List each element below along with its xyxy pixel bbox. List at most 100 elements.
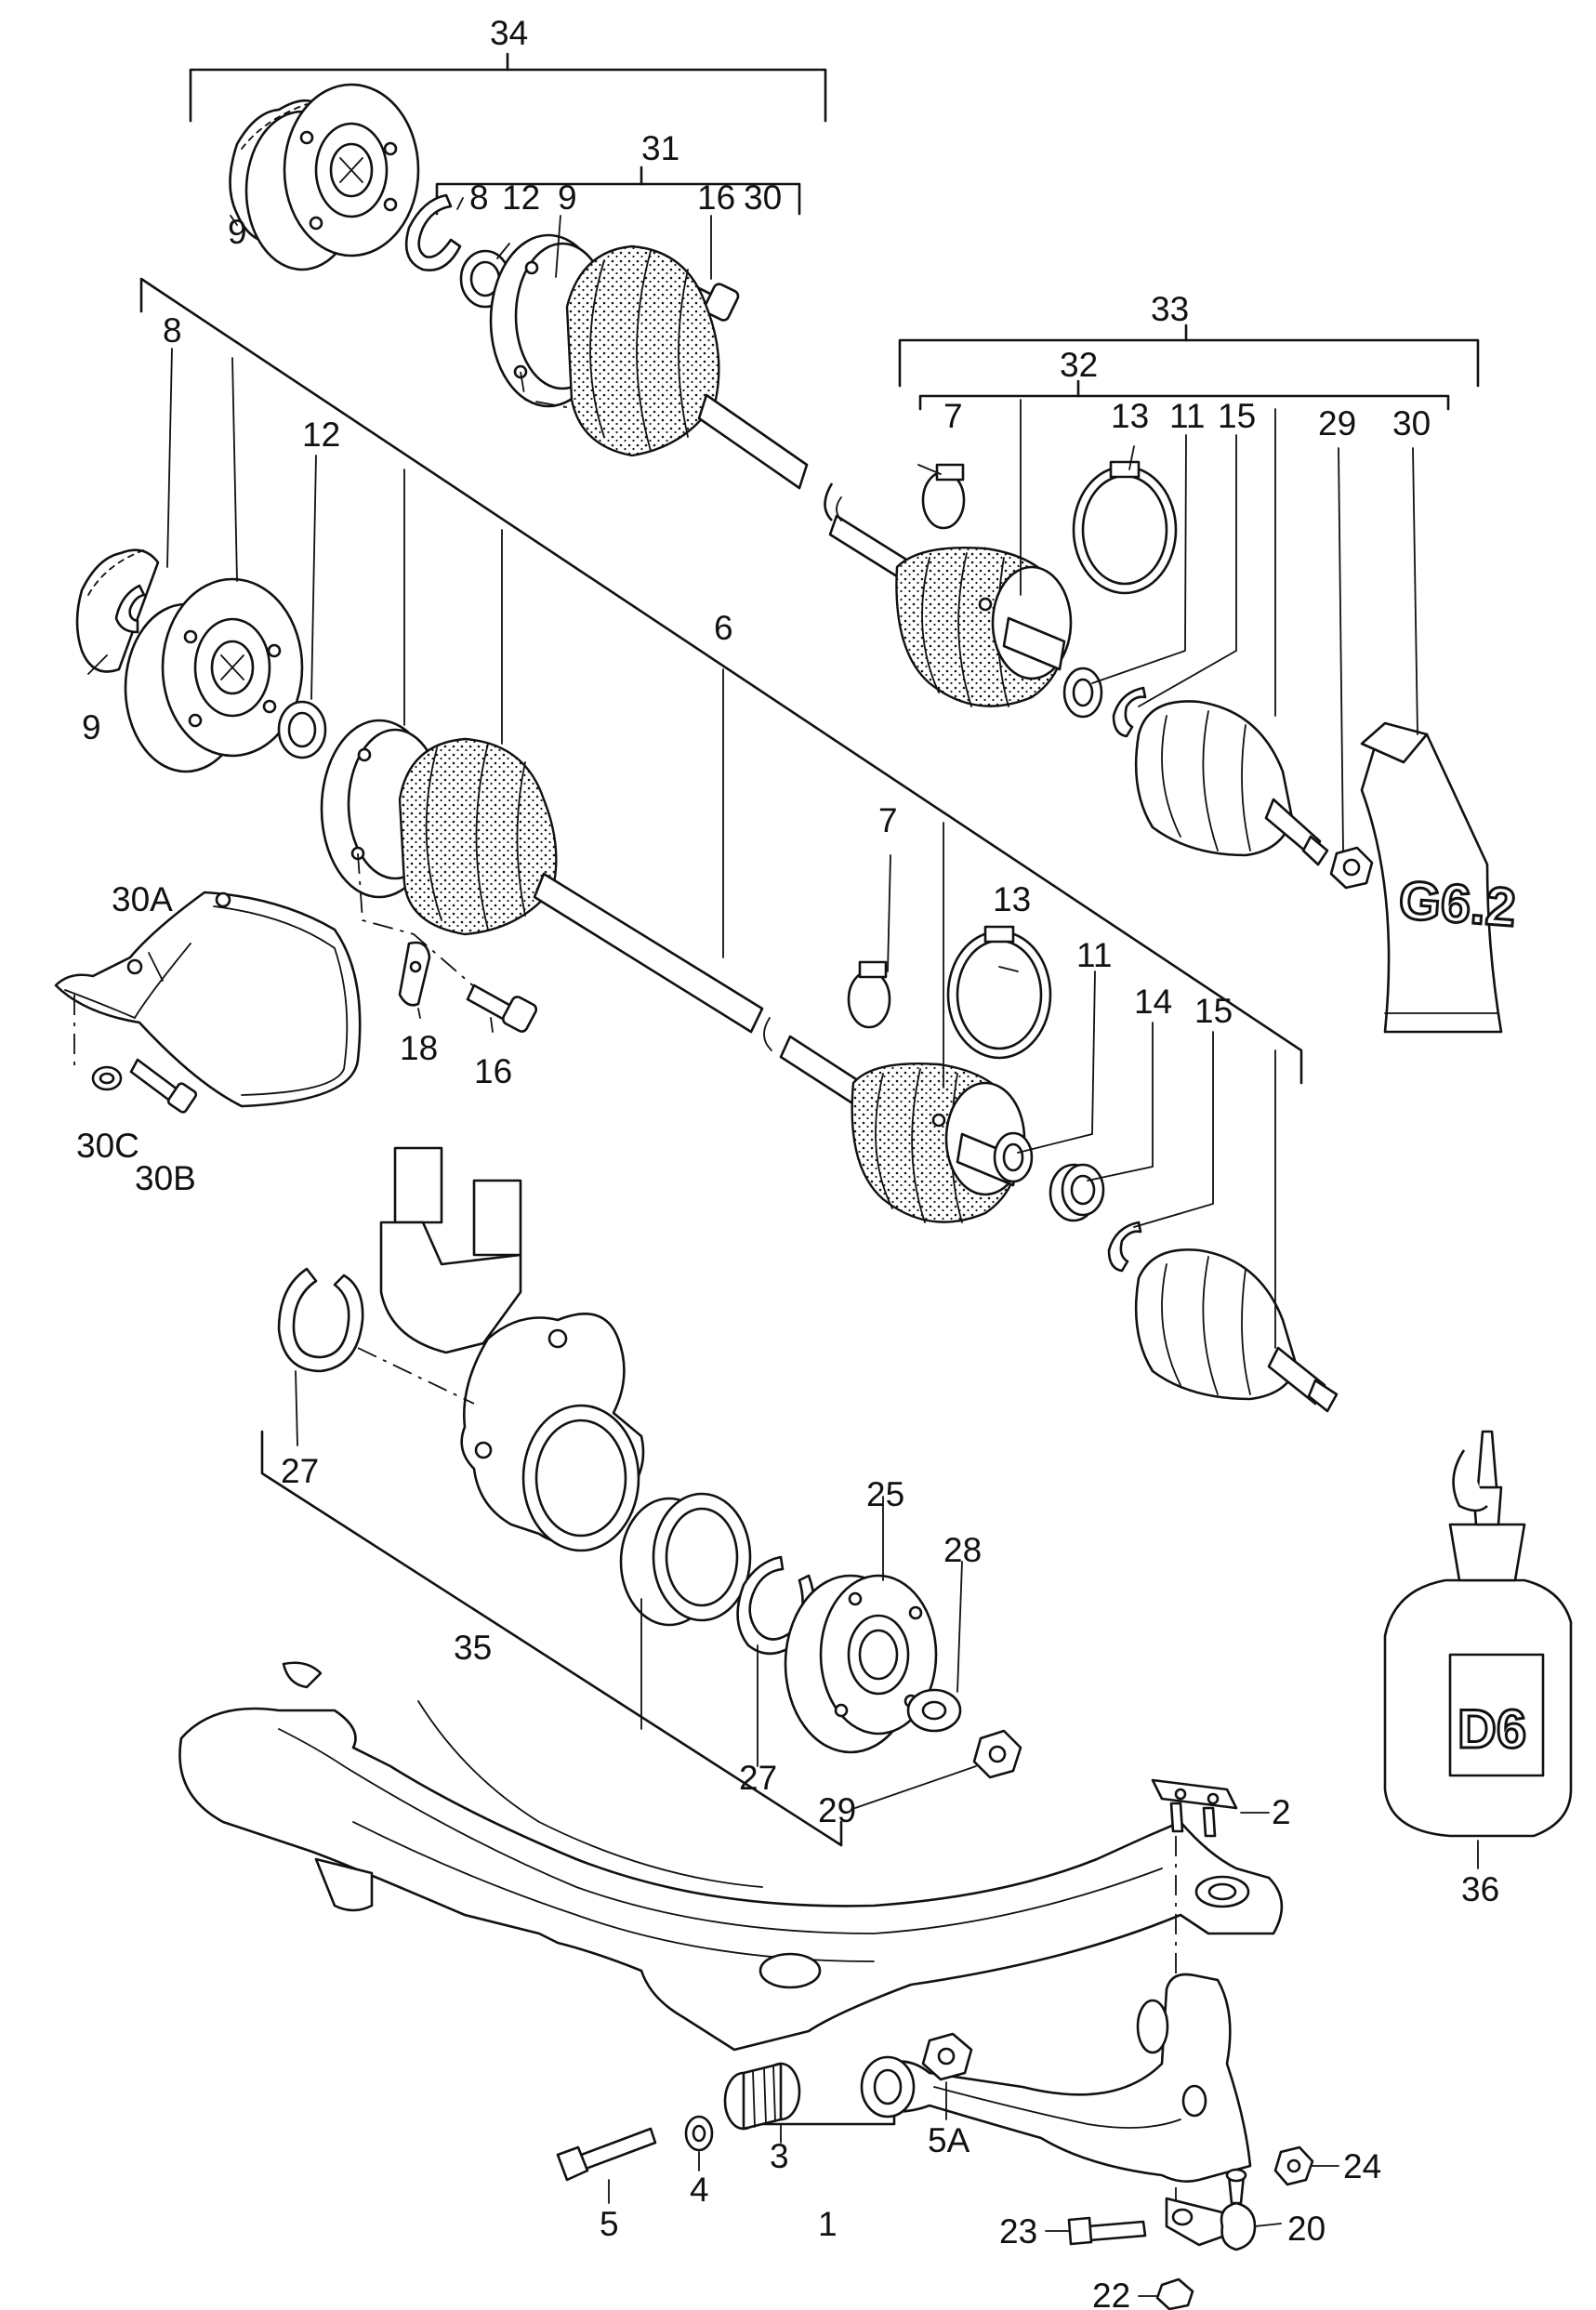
bolt-30B	[129, 1058, 198, 1114]
drive-shaft-top-bar	[697, 393, 913, 583]
spacer-14	[1049, 1163, 1105, 1222]
nut-24	[1273, 2145, 1314, 2186]
label-32: 32	[1060, 346, 1098, 384]
clamp-7-middle	[847, 960, 891, 1029]
label-3: 3	[770, 2137, 789, 2175]
bushing-3	[723, 2062, 801, 2131]
clamp-18	[398, 941, 431, 1007]
inner-cv-joint-middle	[1134, 1248, 1339, 1413]
label-12-middle: 12	[302, 416, 340, 454]
label-27-bottom: 27	[739, 1759, 777, 1797]
label-13-middle: 13	[993, 880, 1031, 918]
drive-shaft-top-boot	[565, 244, 720, 457]
label-25: 25	[866, 1475, 904, 1513]
label-14: 14	[1134, 983, 1172, 1021]
label-8-middle: 8	[163, 311, 182, 350]
label-18: 18	[400, 1029, 438, 1067]
label-30-tube: 30	[1392, 404, 1431, 442]
outer-cv-joint-middle	[75, 548, 304, 773]
bracket-mount-2	[1151, 1778, 1238, 1838]
label-9-top-inner: 9	[558, 178, 577, 217]
label-28: 28	[943, 1531, 982, 1569]
washer-4	[684, 2115, 714, 2152]
label-16-top: 16	[697, 178, 735, 217]
strut-axis-line	[357, 1347, 475, 1405]
label-16-middle: 16	[474, 1052, 512, 1090]
label-7-top: 7	[943, 397, 963, 435]
label-27-top: 27	[281, 1452, 319, 1490]
label-6: 6	[714, 609, 733, 647]
drive-shaft-top-outer-boot	[895, 546, 1073, 707]
clamp-13-middle	[946, 925, 1052, 1060]
label-35: 35	[454, 1629, 492, 1667]
label-4: 4	[690, 2171, 709, 2209]
label-23: 23	[999, 2212, 1037, 2251]
nut-29-bottom	[972, 1729, 1022, 1779]
label-8-top: 8	[469, 178, 489, 217]
label-31: 31	[641, 129, 679, 167]
bracket-35	[260, 1430, 843, 1847]
oil-bottle: D6	[1383, 1430, 1573, 1838]
label-30A: 30A	[112, 880, 173, 918]
wheel-hub	[784, 1574, 938, 1754]
circlip-15-middle	[1107, 1221, 1142, 1273]
label-2: 2	[1272, 1793, 1291, 1831]
bracket-33	[898, 323, 1480, 388]
label-12-top: 12	[502, 178, 540, 217]
label-13-top: 13	[1111, 397, 1149, 435]
label-15-top: 15	[1218, 397, 1256, 435]
bolt-5	[556, 2127, 657, 2182]
label-29-top: 29	[1318, 404, 1356, 442]
label-9-middle: 9	[82, 708, 101, 746]
label-15-middle: 15	[1194, 992, 1233, 1030]
subframe	[178, 1661, 1284, 2052]
washer-11-top	[1062, 667, 1103, 719]
strut-tube	[379, 1146, 522, 1354]
label-5: 5	[600, 2205, 619, 2243]
nut-5A	[921, 2032, 973, 2081]
washer-30C	[91, 1065, 123, 1091]
wheel-bearing-housing	[460, 1313, 645, 1552]
callout-labels: 34 31 9 8 12 9 16 30 33 32 8 12 7 13 11 …	[76, 14, 1499, 2310]
inner-cv-joint-top	[1134, 700, 1329, 866]
bolt-23	[1067, 2216, 1147, 2246]
label-30-top: 30	[744, 178, 782, 217]
washer-28	[906, 1688, 962, 1733]
label-1: 1	[818, 2205, 838, 2243]
label-29-bottom: 29	[818, 1791, 856, 1829]
label-22: 22	[1092, 2277, 1130, 2310]
bolt-16-middle	[466, 983, 538, 1033]
label-36: 36	[1461, 1870, 1499, 1908]
ball-joint-20	[1165, 2168, 1257, 2251]
nut-22	[1155, 2277, 1194, 2310]
label-11-top: 11	[1169, 397, 1205, 435]
circlip-27-top	[277, 1267, 364, 1373]
washer-11-middle	[993, 1131, 1034, 1183]
oil-bottle-label: D6	[1458, 1699, 1526, 1760]
drive-shaft-middle-boot	[398, 737, 558, 936]
circlip-top	[404, 193, 462, 272]
clamp-13-top	[1072, 460, 1178, 595]
label-30B: 30B	[135, 1159, 196, 1197]
label-30C: 30C	[76, 1127, 139, 1165]
label-5A: 5A	[928, 2121, 970, 2159]
grease-tube-label: G6.2	[1397, 870, 1518, 939]
bracket-34	[189, 52, 827, 123]
label-9-top-outer: 9	[228, 213, 247, 251]
outer-cv-joint-top	[229, 83, 420, 271]
bracket-6	[139, 277, 1303, 1085]
label-34: 34	[490, 14, 528, 52]
label-11-middle: 11	[1076, 936, 1112, 974]
heat-shield	[54, 891, 362, 1108]
nut-29-top	[1329, 846, 1374, 890]
wheel-bearing	[619, 1492, 752, 1627]
washer-12-middle	[277, 700, 327, 759]
bracket-32	[918, 379, 1450, 411]
drive-shaft-middle-bar	[533, 872, 871, 1110]
label-20: 20	[1287, 2210, 1326, 2248]
circlip-15-top	[1112, 686, 1147, 738]
grease-tube: G6.2	[1360, 721, 1519, 1034]
control-arm	[860, 1973, 1252, 2183]
leader-lines	[87, 197, 1479, 2297]
